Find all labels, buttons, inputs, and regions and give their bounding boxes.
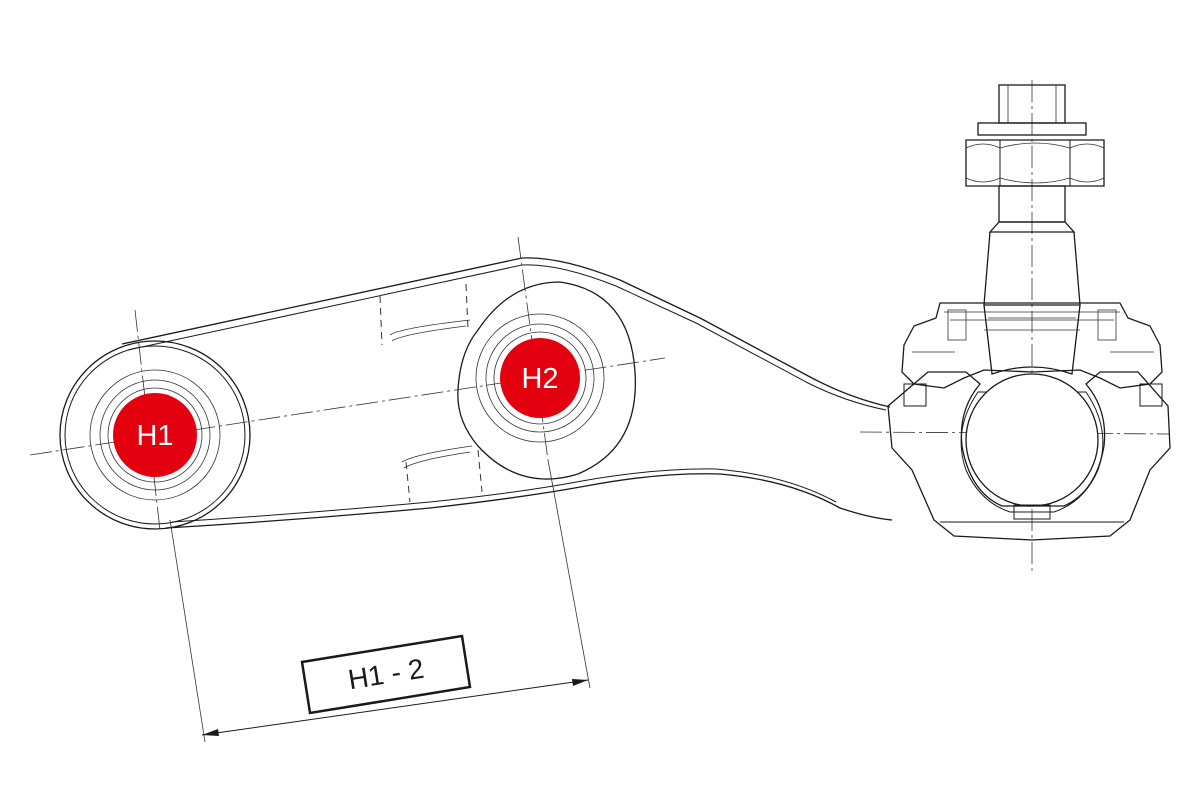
h1-eye xyxy=(59,340,251,530)
h2-boss xyxy=(379,281,637,503)
h1-label: H1 xyxy=(136,420,173,452)
h1-marker: H1 xyxy=(113,393,197,477)
h2-label: H2 xyxy=(521,363,558,395)
dimension-label: H1 - 2 xyxy=(300,634,472,715)
dimension-lines xyxy=(169,459,591,743)
ball-joint xyxy=(887,84,1171,541)
arm-body xyxy=(121,257,893,529)
h2-marker: H2 xyxy=(500,338,580,418)
